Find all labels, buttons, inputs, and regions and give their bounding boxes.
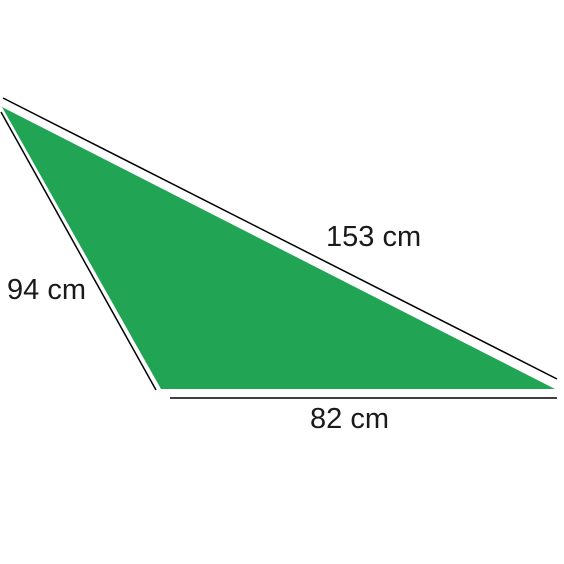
top-side-dimension-line (2, 97, 558, 380)
green-triangle (2, 107, 555, 389)
top-side-label: 153 cm (326, 221, 421, 253)
left-side-label: 94 cm (7, 274, 86, 306)
bottom-side-label: 82 cm (310, 403, 389, 435)
left-side-dimension-line (0, 111, 157, 391)
